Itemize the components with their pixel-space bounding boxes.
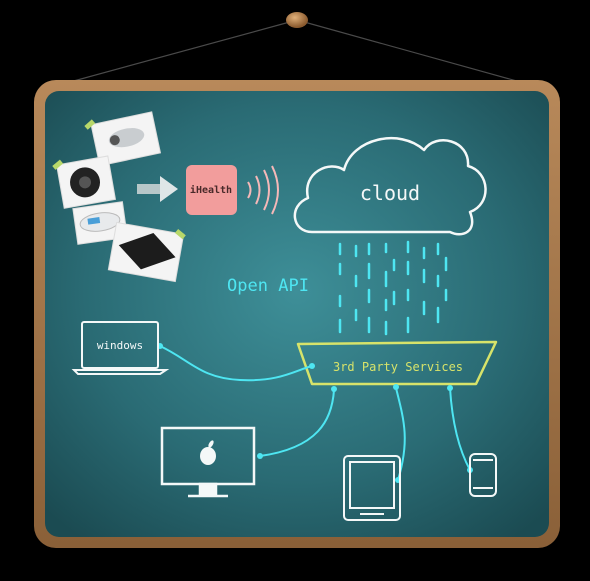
windows-label: windows [97, 339, 143, 352]
cloud-icon [293, 136, 487, 236]
third-party-label: 3rd Party Services [333, 360, 463, 374]
hanging-string [47, 19, 543, 89]
smartphone-icon [469, 453, 497, 497]
open-api-label: Open API [227, 276, 309, 296]
device-photo-earpiece [84, 111, 162, 167]
data-rain [338, 240, 448, 336]
connection-lines [159, 345, 471, 481]
laptop-icon [71, 321, 170, 375]
device-photo-scale [107, 221, 186, 283]
device-photo-tracker [52, 155, 117, 209]
ihealth-box [186, 165, 237, 215]
arrow-right-icon [137, 176, 178, 202]
nail-icon [286, 12, 308, 28]
wireless-signal-icon [247, 165, 279, 215]
ihealth-label: iHealth [190, 184, 232, 196]
board-surface [45, 91, 549, 537]
desktop-monitor-icon [160, 426, 256, 498]
apple-icon [200, 440, 216, 465]
device-photo-pulse [72, 201, 128, 245]
device-photos [52, 111, 186, 283]
tablet-icon [343, 455, 401, 521]
third-party-banner [296, 340, 498, 386]
cloud-label: cloud [360, 181, 420, 205]
